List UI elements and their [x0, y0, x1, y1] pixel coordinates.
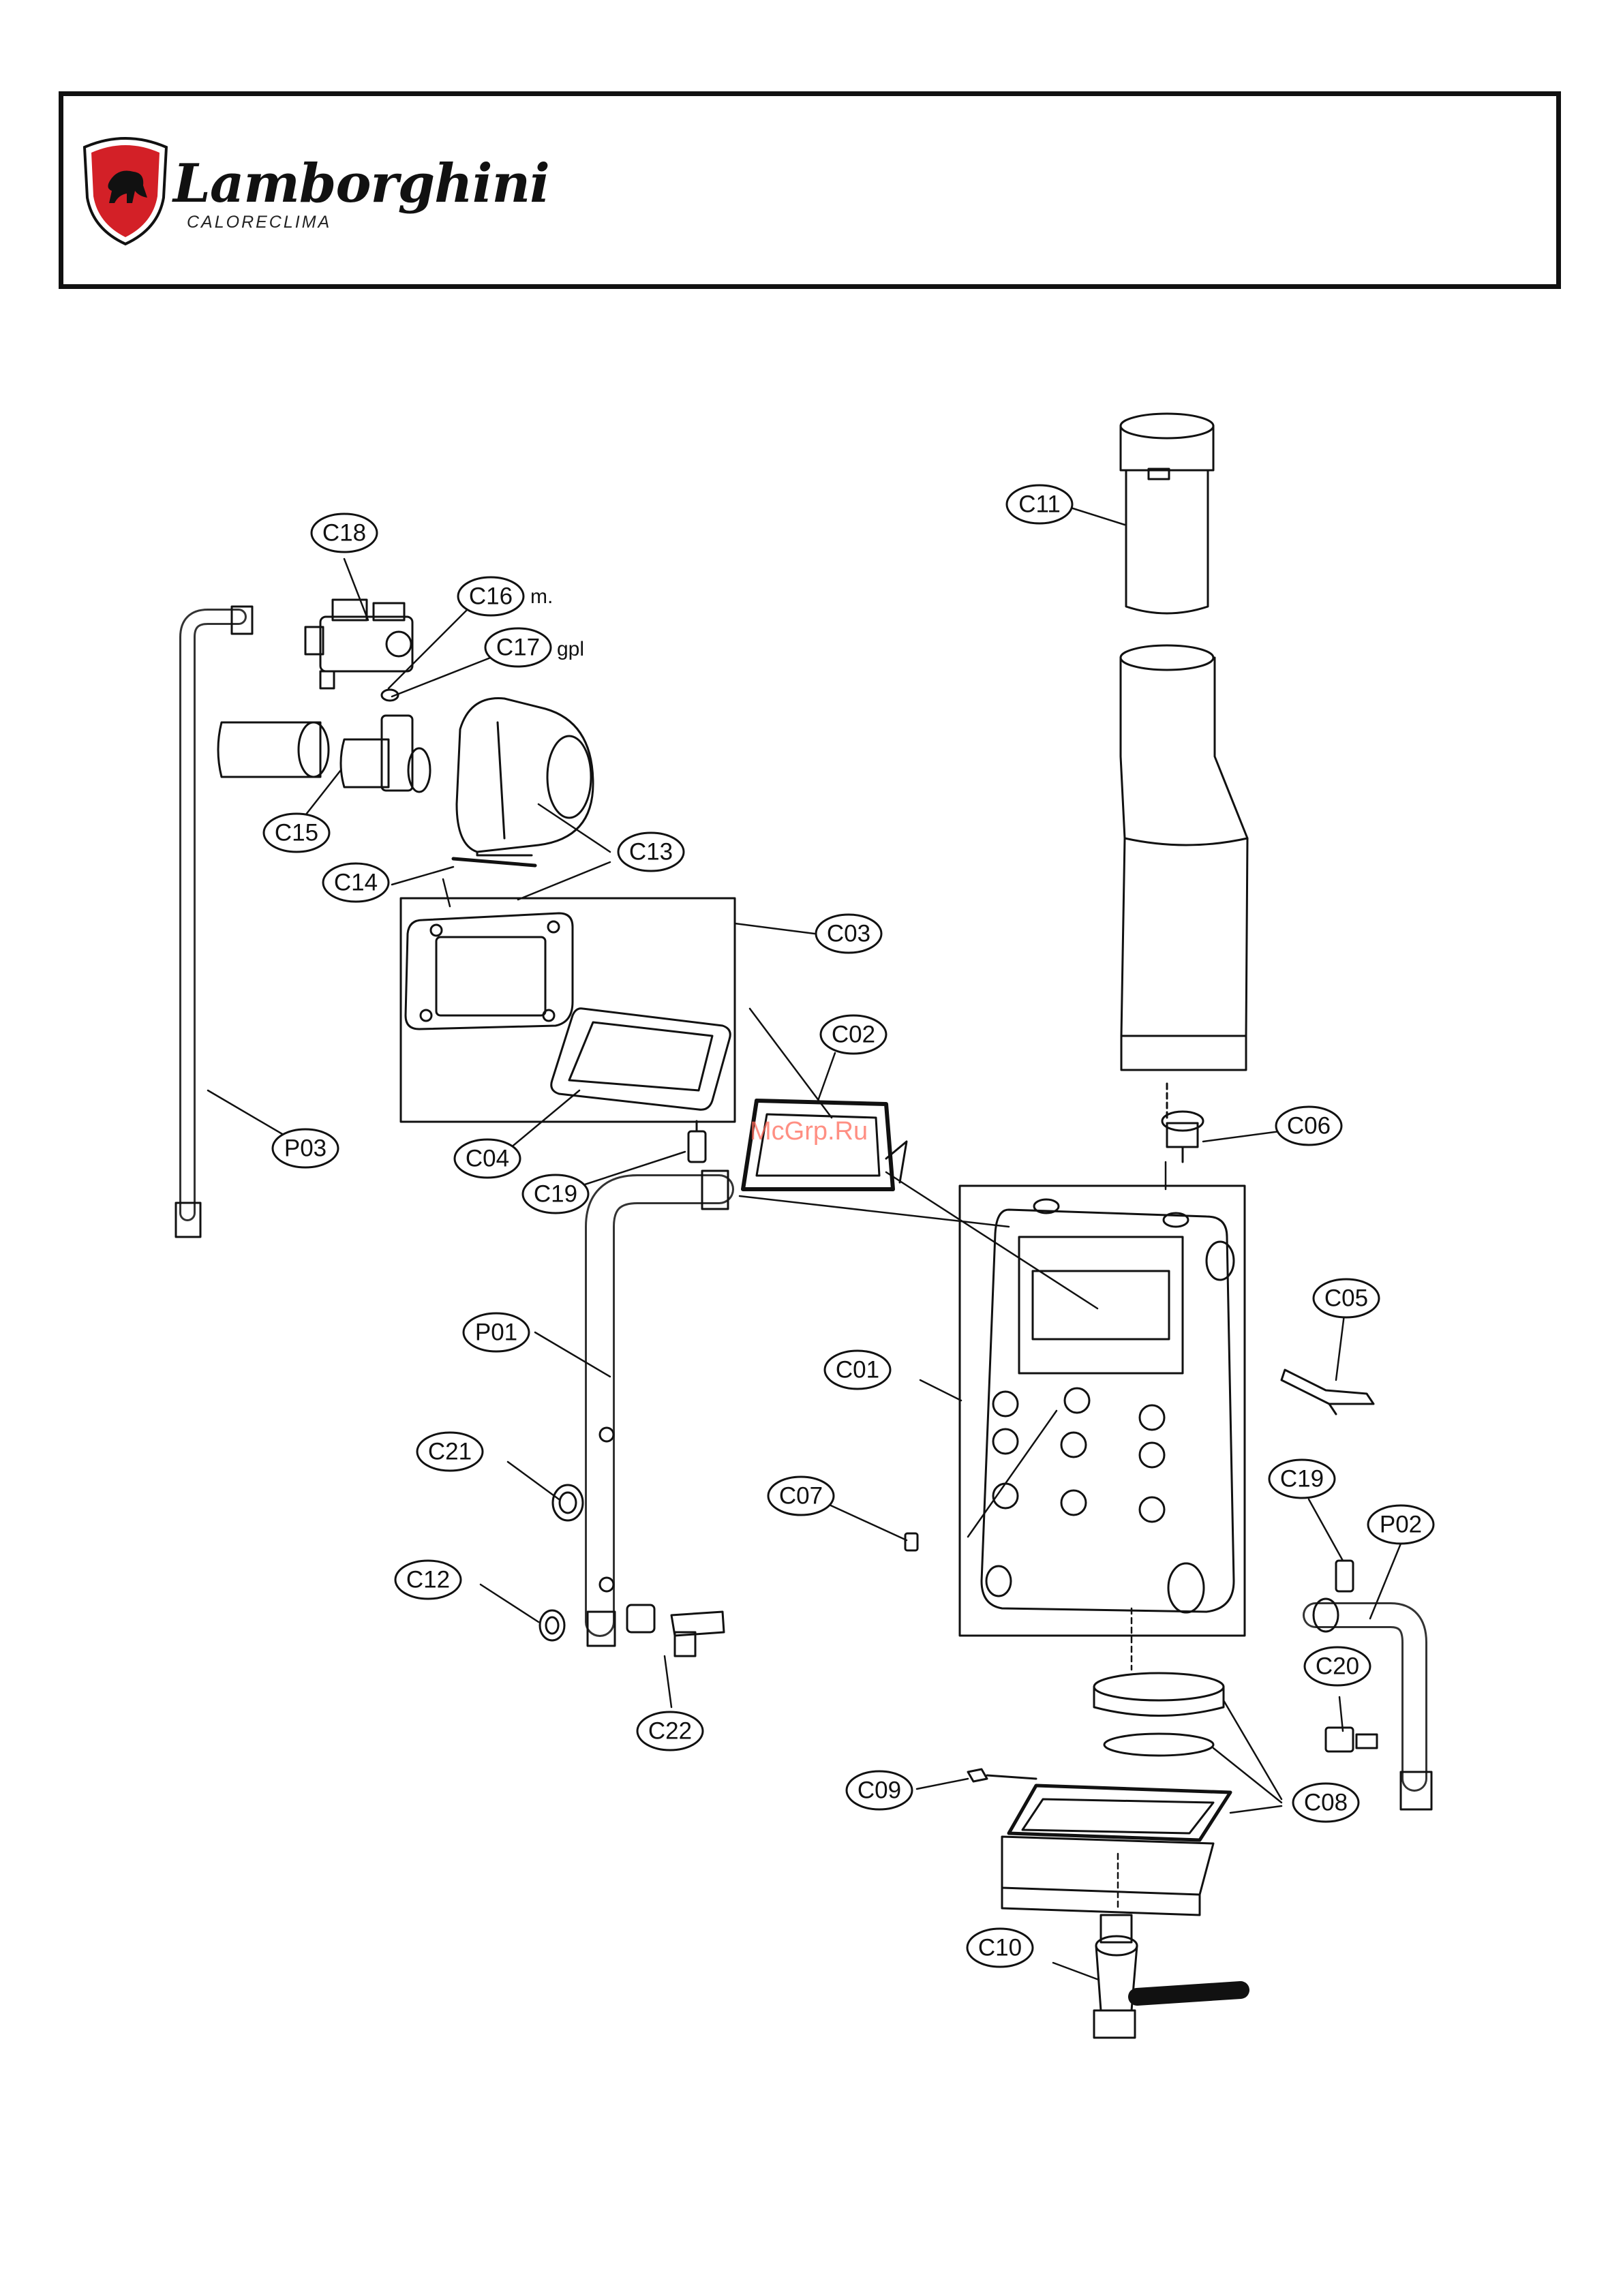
gasket-c04 — [551, 1009, 731, 1110]
callout-label: C01 — [836, 1357, 879, 1383]
siphon-c10 — [1094, 1915, 1241, 2038]
cap-c12 — [540, 1610, 564, 1640]
flue-pipe-c11 — [1121, 414, 1213, 613]
pipe-p02 — [1314, 1599, 1431, 1809]
callout-label: C05 — [1324, 1285, 1368, 1312]
callout-label: C04 — [466, 1146, 509, 1172]
heat-exchanger-c01 — [982, 1199, 1234, 1612]
pipe-p01 — [588, 1171, 728, 1646]
sensor-c19-upper — [688, 1121, 706, 1162]
cap-c21 — [553, 1485, 583, 1520]
callout-label: C14 — [334, 870, 378, 896]
callout-label: C19 — [1280, 1466, 1324, 1493]
callout-label: C22 — [648, 1718, 692, 1745]
sensor-c19-lower — [1336, 1561, 1353, 1591]
callout-label: C07 — [779, 1483, 823, 1510]
gasket-c14 — [453, 859, 535, 866]
callout-label: C11 — [1018, 491, 1061, 518]
probe-c07 — [905, 1533, 917, 1550]
fan-c13 — [457, 699, 593, 855]
pipe-p03 — [176, 607, 252, 1237]
callout-label: C16 — [469, 583, 513, 610]
valve-c20 — [1326, 1728, 1377, 1751]
valve-c22 — [627, 1605, 724, 1656]
c16-note: m. — [530, 585, 553, 608]
burner-plate-c03 — [406, 913, 573, 1029]
sensor-c09 — [968, 1769, 1036, 1781]
callout-label: C10 — [978, 1935, 1022, 1961]
watermark-text: McGrp.Ru — [750, 1117, 868, 1146]
callout-label: C02 — [832, 1022, 875, 1048]
callout-label: P02 — [1380, 1512, 1422, 1538]
callout-label: C03 — [827, 921, 870, 947]
callout-label: C19 — [534, 1181, 577, 1208]
c17-note: gpl — [557, 638, 584, 660]
callout-label: C13 — [629, 839, 673, 866]
callout-label: P01 — [475, 1319, 517, 1346]
callout-label: C15 — [275, 820, 318, 846]
callout-label: C08 — [1304, 1790, 1348, 1816]
air-intake-c15 — [218, 716, 430, 792]
callout-label: C21 — [428, 1439, 472, 1465]
sump-gaskets-c08 — [1002, 1673, 1230, 1915]
exchanger-frame-c01 — [960, 1186, 1245, 1636]
callout-label: C12 — [406, 1567, 450, 1593]
gas-valve-c18 — [305, 600, 412, 688]
callout-label: C18 — [322, 520, 366, 547]
callout-label: C17 — [496, 634, 540, 661]
callout-bubbles — [264, 485, 1434, 1967]
callout-label: C20 — [1316, 1653, 1359, 1680]
burner-group-frame-c03 — [401, 898, 735, 1122]
callout-label: C06 — [1287, 1113, 1331, 1139]
sensor-c06 — [1162, 1112, 1203, 1162]
electrode-c05 — [1281, 1370, 1374, 1414]
callout-label: C09 — [858, 1777, 901, 1804]
callout-label: P03 — [284, 1135, 327, 1162]
flue-duct — [1121, 645, 1247, 1118]
